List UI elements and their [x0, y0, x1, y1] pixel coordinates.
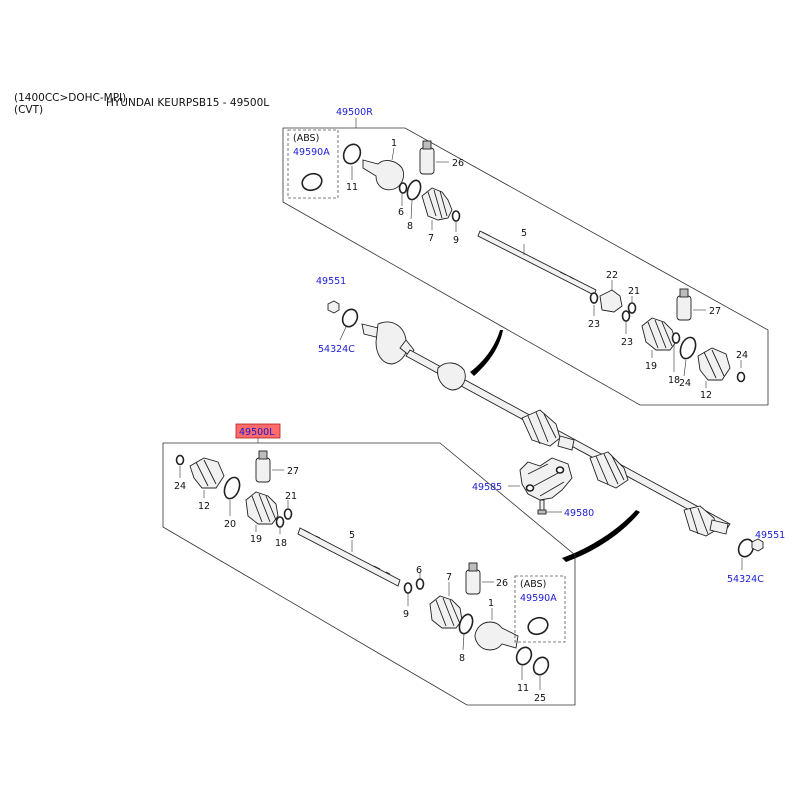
lower-part-9-label[interactable]: 9	[403, 609, 409, 620]
lower-part-5-label[interactable]: 5	[349, 530, 355, 541]
lower-part-27-label[interactable]: 27	[287, 466, 299, 477]
upper-assembly-label[interactable]: 49500R	[336, 107, 373, 118]
reference-arrow-top	[470, 330, 503, 376]
lower-part-20-label[interactable]: 20	[224, 519, 236, 530]
lower-part-11-label[interactable]: 11	[517, 683, 529, 694]
drive-shaft-icon	[477, 230, 597, 296]
lower-boot-19-icon	[245, 491, 279, 525]
part-12-label[interactable]: 12	[700, 390, 712, 401]
lower-part-26-label[interactable]: 26	[496, 578, 508, 589]
part-11-label[interactable]: 11	[346, 182, 358, 193]
hex-nut-bottom-icon	[751, 538, 764, 552]
part-8-label[interactable]: 8	[407, 221, 413, 232]
lower-abs-part-link[interactable]: 49590A	[520, 593, 557, 604]
part-7-label[interactable]: 7	[428, 233, 434, 244]
grease-tube-27-icon	[676, 295, 692, 321]
seal-ring-icon	[342, 143, 362, 165]
upper-abs-part-link[interactable]: 49590A	[293, 147, 330, 158]
lower-panel-outline	[162, 442, 576, 706]
lower-part-7-label[interactable]: 7	[446, 572, 452, 583]
part-1-label[interactable]: 1	[391, 138, 397, 149]
lower-part-19-label[interactable]: 19	[250, 534, 262, 545]
bolt-link[interactable]: 49580	[564, 508, 594, 519]
cv-boot-icon	[421, 187, 453, 221]
part-23a-label[interactable]: 23	[588, 319, 600, 330]
clamp-large-icon	[406, 179, 422, 201]
clamp-20-icon	[679, 336, 697, 360]
clamp-small-icon	[398, 182, 408, 194]
assembled-drive-shaft	[361, 321, 731, 537]
circlip-24-lower-icon	[175, 454, 185, 466]
clamp-21-icon	[627, 302, 637, 314]
lower-part-21-label[interactable]: 21	[285, 491, 297, 502]
part-26-label[interactable]: 26	[452, 158, 464, 169]
header-transmission: (CVT)	[14, 104, 44, 116]
part-18-label[interactable]: 18	[668, 375, 680, 386]
seal-top-link[interactable]: 54324C	[318, 344, 355, 355]
part-6-label[interactable]: 6	[398, 207, 404, 218]
circlip-24-icon	[736, 371, 746, 383]
lower-drive-shaft-icon	[297, 527, 401, 587]
lower-grease-tube-26-icon	[465, 569, 481, 595]
lower-part-8-label[interactable]: 8	[459, 653, 465, 664]
grease-tube-icon	[419, 147, 435, 175]
seal-54324c-bottom-icon	[737, 538, 755, 558]
header-title: HYUNDAI KEURPSB15 - 49500L	[106, 97, 270, 109]
lower-part-25-label[interactable]: 25	[534, 693, 546, 704]
lower-clamp-21-icon	[283, 508, 293, 520]
upper-panel-outline	[282, 127, 769, 406]
lower-clamp-6-icon	[415, 578, 425, 590]
lower-assembly-label[interactable]: 49500L	[239, 427, 275, 438]
part-27-label[interactable]: 27	[709, 306, 721, 317]
part-9-label[interactable]: 9	[453, 235, 459, 246]
upper-abs-label: (ABS)	[293, 133, 319, 144]
lower-boot-7-icon	[429, 595, 463, 629]
part-22-label[interactable]: 22	[606, 270, 618, 281]
seal-bottom-link[interactable]: 54324C	[727, 574, 764, 585]
upper-abs-box	[287, 129, 339, 199]
lower-part-12-label[interactable]: 12	[198, 501, 210, 512]
seal-54324c-top-icon	[341, 308, 359, 328]
hex-nut-icon	[327, 300, 340, 314]
lower-clamp-20-icon	[223, 476, 241, 500]
part-21-label[interactable]: 21	[628, 286, 640, 297]
lower-part-18-label[interactable]: 18	[275, 538, 287, 549]
part-23b-label[interactable]: 23	[621, 337, 633, 348]
lower-abs-ring-icon	[527, 616, 549, 636]
lower-outer-cv-joint-icon	[474, 621, 519, 651]
lower-inner-housing-icon	[189, 457, 225, 489]
clamp-9-icon	[451, 210, 461, 222]
lower-clamp-9-icon	[403, 582, 413, 594]
lower-part-24-label[interactable]: 24	[174, 481, 186, 492]
lower-part-1-label[interactable]: 1	[488, 598, 494, 609]
lower-grease-tube-icon	[255, 457, 271, 483]
clamp-18-icon	[671, 332, 681, 344]
reference-arrow-bottom	[562, 510, 640, 562]
clamp-23a-icon	[589, 292, 599, 304]
outer-cv-joint-icon	[362, 159, 405, 191]
bearing-bracket-icon	[519, 457, 573, 501]
abs-ring-icon	[301, 172, 323, 192]
lower-clamp-18-icon	[275, 516, 285, 528]
lower-abs-label: (ABS)	[520, 579, 546, 590]
nut-top-link[interactable]: 49551	[316, 276, 346, 287]
part-19-label[interactable]: 19	[645, 361, 657, 372]
bracket-link[interactable]: 49585	[472, 482, 502, 493]
inner-joint-housing-icon	[697, 347, 731, 381]
dynamic-damper-icon	[599, 289, 623, 313]
lower-seal-11-icon	[515, 646, 533, 666]
lower-abs-box	[514, 575, 566, 643]
lower-ring-25-icon	[532, 656, 550, 676]
nut-bottom-link[interactable]: 49551	[755, 530, 785, 541]
inner-boot-icon	[641, 317, 677, 351]
lower-clamp-8-icon	[458, 613, 474, 635]
lower-part-6-label[interactable]: 6	[416, 565, 422, 576]
part-24-label[interactable]: 24	[736, 350, 748, 361]
part-20-label[interactable]: 24	[679, 378, 691, 389]
clamp-23b-icon	[621, 310, 631, 322]
header-engine: (1400CC>DOHC-MPI)	[14, 92, 127, 104]
part-5-label[interactable]: 5	[521, 228, 527, 239]
